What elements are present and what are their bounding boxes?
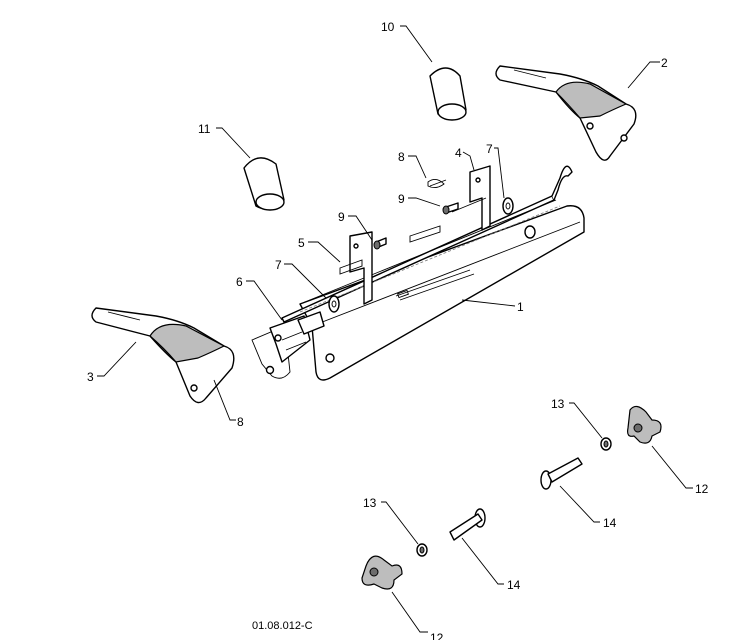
part-5-upright-plate bbox=[339, 231, 373, 305]
part-13-nut-right bbox=[600, 437, 612, 451]
part-7-spacer-left bbox=[328, 295, 340, 313]
part-8-clip-upper bbox=[427, 179, 447, 189]
callout-12-lower: 12 bbox=[430, 631, 444, 640]
part-7-spacer-right bbox=[502, 197, 514, 215]
part-13-nut-lower bbox=[416, 543, 428, 557]
part-14-bolt-lower bbox=[449, 508, 486, 541]
callout-7-lower: 7 bbox=[275, 258, 282, 272]
callout-6: 6 bbox=[236, 275, 243, 289]
callout-9-upper: 9 bbox=[398, 192, 405, 206]
callout-3: 3 bbox=[87, 370, 94, 384]
callout-11: 11 bbox=[198, 122, 211, 136]
part-12-star-knob-right bbox=[627, 405, 662, 444]
callout-10: 10 bbox=[381, 20, 395, 34]
callout-14-lower: 14 bbox=[507, 578, 521, 592]
leader-lines bbox=[97, 25, 693, 633]
callout-14-right: 14 bbox=[603, 516, 617, 530]
callout-2: 2 bbox=[661, 56, 668, 70]
part-12-star-knob-lower bbox=[361, 555, 403, 590]
callout-5: 5 bbox=[298, 236, 305, 250]
callout-13-lower: 13 bbox=[363, 496, 377, 510]
callout-12-right: 12 bbox=[695, 482, 709, 496]
part-11-knob bbox=[243, 157, 285, 211]
part-10-knob bbox=[429, 67, 467, 121]
part-14-bolt-right bbox=[540, 457, 583, 490]
part-1-base-plate bbox=[251, 205, 585, 381]
callout-8-lower: 8 bbox=[237, 415, 244, 429]
callout-8-upper: 8 bbox=[398, 150, 405, 164]
part-9-screw-lower bbox=[373, 237, 387, 250]
callout-13-right: 13 bbox=[551, 397, 565, 411]
part-3-handle-left bbox=[91, 307, 235, 404]
callout-4: 4 bbox=[455, 146, 462, 160]
callout-9-lower: 9 bbox=[338, 210, 345, 224]
callout-7-upper: 7 bbox=[486, 142, 493, 156]
part-2-handle-right bbox=[495, 65, 637, 161]
part-4-upright-plate bbox=[451, 165, 491, 231]
part-6-pivot-bracket bbox=[269, 311, 325, 363]
callout-1: 1 bbox=[517, 300, 524, 314]
callout-labels: 1 2 3 4 5 6 7 7 8 8 9 9 10 11 12 12 13 1… bbox=[87, 20, 709, 640]
figure-code: 01.08.012-C bbox=[252, 620, 313, 632]
part-9-screw-upper bbox=[442, 202, 459, 215]
